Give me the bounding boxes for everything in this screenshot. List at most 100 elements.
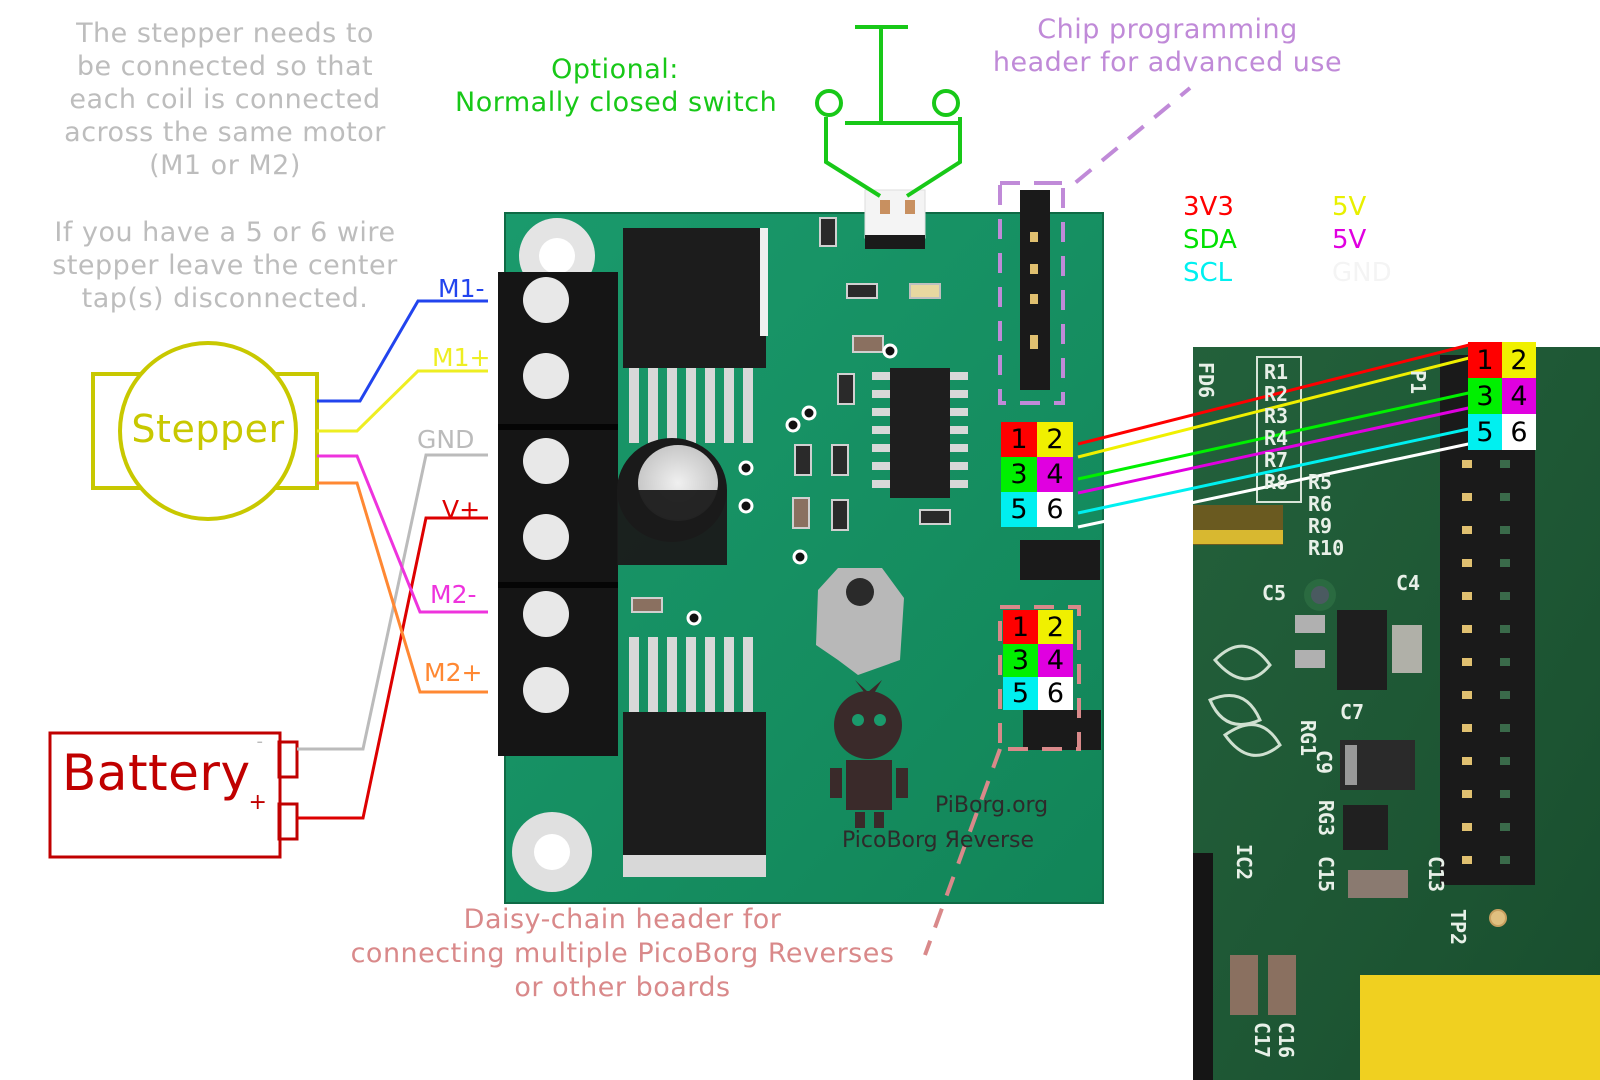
- ic-leg: [950, 426, 968, 434]
- standoff: [816, 568, 904, 675]
- legend-pin-2: 5V: [1332, 192, 1367, 222]
- gpio-pin: [1462, 460, 1472, 468]
- gpio-pin: [1500, 658, 1510, 666]
- stepper-wiring-note: The stepper needs to be connected so tha…: [35, 17, 415, 182]
- chip-leg: [724, 637, 734, 712]
- legend-pin-4: 5V: [1332, 225, 1367, 255]
- wire-v-plus: [297, 516, 488, 820]
- wire-m1-plus: [317, 369, 488, 433]
- pin-4: 4: [1037, 457, 1073, 492]
- rpi-silk-r5: R5: [1308, 470, 1333, 494]
- center-tap-note: If you have a 5 or 6 wire stepper leave …: [35, 216, 415, 315]
- gpio-pin: [1500, 559, 1510, 567]
- pin-5: 5: [1001, 492, 1037, 527]
- chip-leg: [629, 637, 639, 712]
- ic-leg: [872, 426, 890, 434]
- note-line: Chip programming: [1037, 14, 1298, 45]
- rpi-silk-r6: R6: [1308, 492, 1333, 516]
- pin-4: 4: [1502, 378, 1536, 414]
- gpio-pin: [1462, 823, 1472, 831]
- note-line: Optional:: [551, 54, 679, 85]
- chip-leg: [686, 637, 696, 712]
- gpio-pin: [1462, 856, 1472, 864]
- chip-leg: [743, 368, 753, 443]
- terminal-label-v-plus: V+: [442, 495, 481, 524]
- gpio-pin: [1462, 493, 1472, 501]
- ic-leg: [872, 372, 890, 380]
- note-line: If you have a 5 or 6 wire: [54, 217, 396, 248]
- programming-header-note: Chip programming header for advanced use: [985, 13, 1350, 79]
- terminal-label-gnd: GND: [417, 425, 475, 454]
- ic-leg: [950, 390, 968, 398]
- gpio-pin: [1462, 757, 1472, 765]
- battery-symbol: [48, 731, 299, 859]
- note-line: tap(s) disconnected.: [81, 283, 369, 314]
- terminal-label-m1-plus: M1+: [432, 343, 491, 372]
- note-line: stepper leave the center: [52, 250, 398, 281]
- chip-leg: [724, 368, 734, 443]
- chip-leg: [705, 368, 715, 443]
- ic-leg: [950, 408, 968, 416]
- pin-3: 3: [1468, 378, 1502, 414]
- switch-connector: [864, 189, 926, 239]
- stepper-label: Stepper: [131, 407, 285, 451]
- pin-2: 2: [1502, 342, 1536, 378]
- rpi-silk-r4: R4: [1264, 426, 1289, 450]
- rpi-gpio-pin-block: 1 2 3 4 5 6: [1468, 342, 1536, 450]
- gpio-pin: [1500, 691, 1510, 699]
- gpio-pin: [1462, 658, 1472, 666]
- wire-pin-3: [1077, 390, 1474, 481]
- gpio-pin: [1500, 625, 1510, 633]
- i2c-pin-block: 1 2 3 4 5 6: [1001, 422, 1073, 527]
- legend-pin-6: GND: [1332, 258, 1392, 288]
- rpi-silk-ic2: IC2: [1232, 843, 1257, 881]
- rpi-silk-r1: R1: [1264, 360, 1289, 384]
- wire-pin-5: [1077, 426, 1474, 515]
- yellow-connector: [1360, 975, 1600, 1080]
- ic-leg: [872, 408, 890, 416]
- gpio-pin: [1462, 559, 1472, 567]
- pin-1: 1: [1003, 610, 1038, 644]
- wire-pin-1: [1077, 342, 1474, 446]
- legend-pin-3: SDA: [1183, 225, 1237, 255]
- rpi-silk-r7: R7: [1264, 448, 1289, 472]
- gpio-pin: [1500, 757, 1510, 765]
- chip-leg: [648, 637, 658, 712]
- pin-4: 4: [1038, 644, 1073, 677]
- rpi-silk-r10: R10: [1308, 536, 1345, 560]
- pin-1: 1: [1468, 342, 1502, 378]
- pin-6: 6: [1038, 677, 1073, 710]
- programming-header-callout: [998, 86, 1192, 405]
- rpi-silk-rg3: RG3: [1314, 799, 1339, 837]
- pin-3: 3: [1003, 644, 1038, 677]
- ic-leg: [872, 480, 890, 488]
- note-line: each coil is connected: [69, 84, 381, 115]
- gpio-pin: [1500, 493, 1510, 501]
- ic-leg: [872, 462, 890, 470]
- wire-pin-2: [1077, 355, 1474, 459]
- rpi-silk-r8: R8: [1264, 470, 1289, 494]
- ic-leg: [950, 444, 968, 452]
- wire-pin-4: [1077, 405, 1474, 495]
- rpi-silk-c15: C15: [1314, 855, 1339, 893]
- board-url-label: PiBorg.org: [935, 793, 1049, 818]
- gpio-pin: [1462, 691, 1472, 699]
- chip-leg: [648, 368, 658, 443]
- board-name-label: PicoBorg Яeverse: [842, 828, 1035, 853]
- gpio-pin: [1500, 790, 1510, 798]
- gpio-pin: [1500, 526, 1510, 534]
- battery-minus-label: -: [256, 731, 264, 752]
- rpi-silk-tp2: TP2: [1446, 908, 1471, 946]
- piborg-logo: [830, 680, 908, 828]
- pin-6: 6: [1037, 492, 1073, 527]
- wire-m2-plus: [317, 481, 488, 694]
- ic-leg: [950, 462, 968, 470]
- gpio-link-wires: [1077, 342, 1474, 529]
- gpio-pin: [1462, 625, 1472, 633]
- switch-note: Optional: Normally closed switch: [455, 53, 777, 119]
- note-line: or other boards: [514, 972, 731, 1003]
- wire-m2-minus: [317, 454, 488, 614]
- picoborg-reverse-board: [498, 189, 1104, 904]
- daisy-chain-pin-block: 1 2 3 4 5 6: [1003, 610, 1073, 710]
- terminal-label-m2-minus: M2-: [430, 580, 477, 609]
